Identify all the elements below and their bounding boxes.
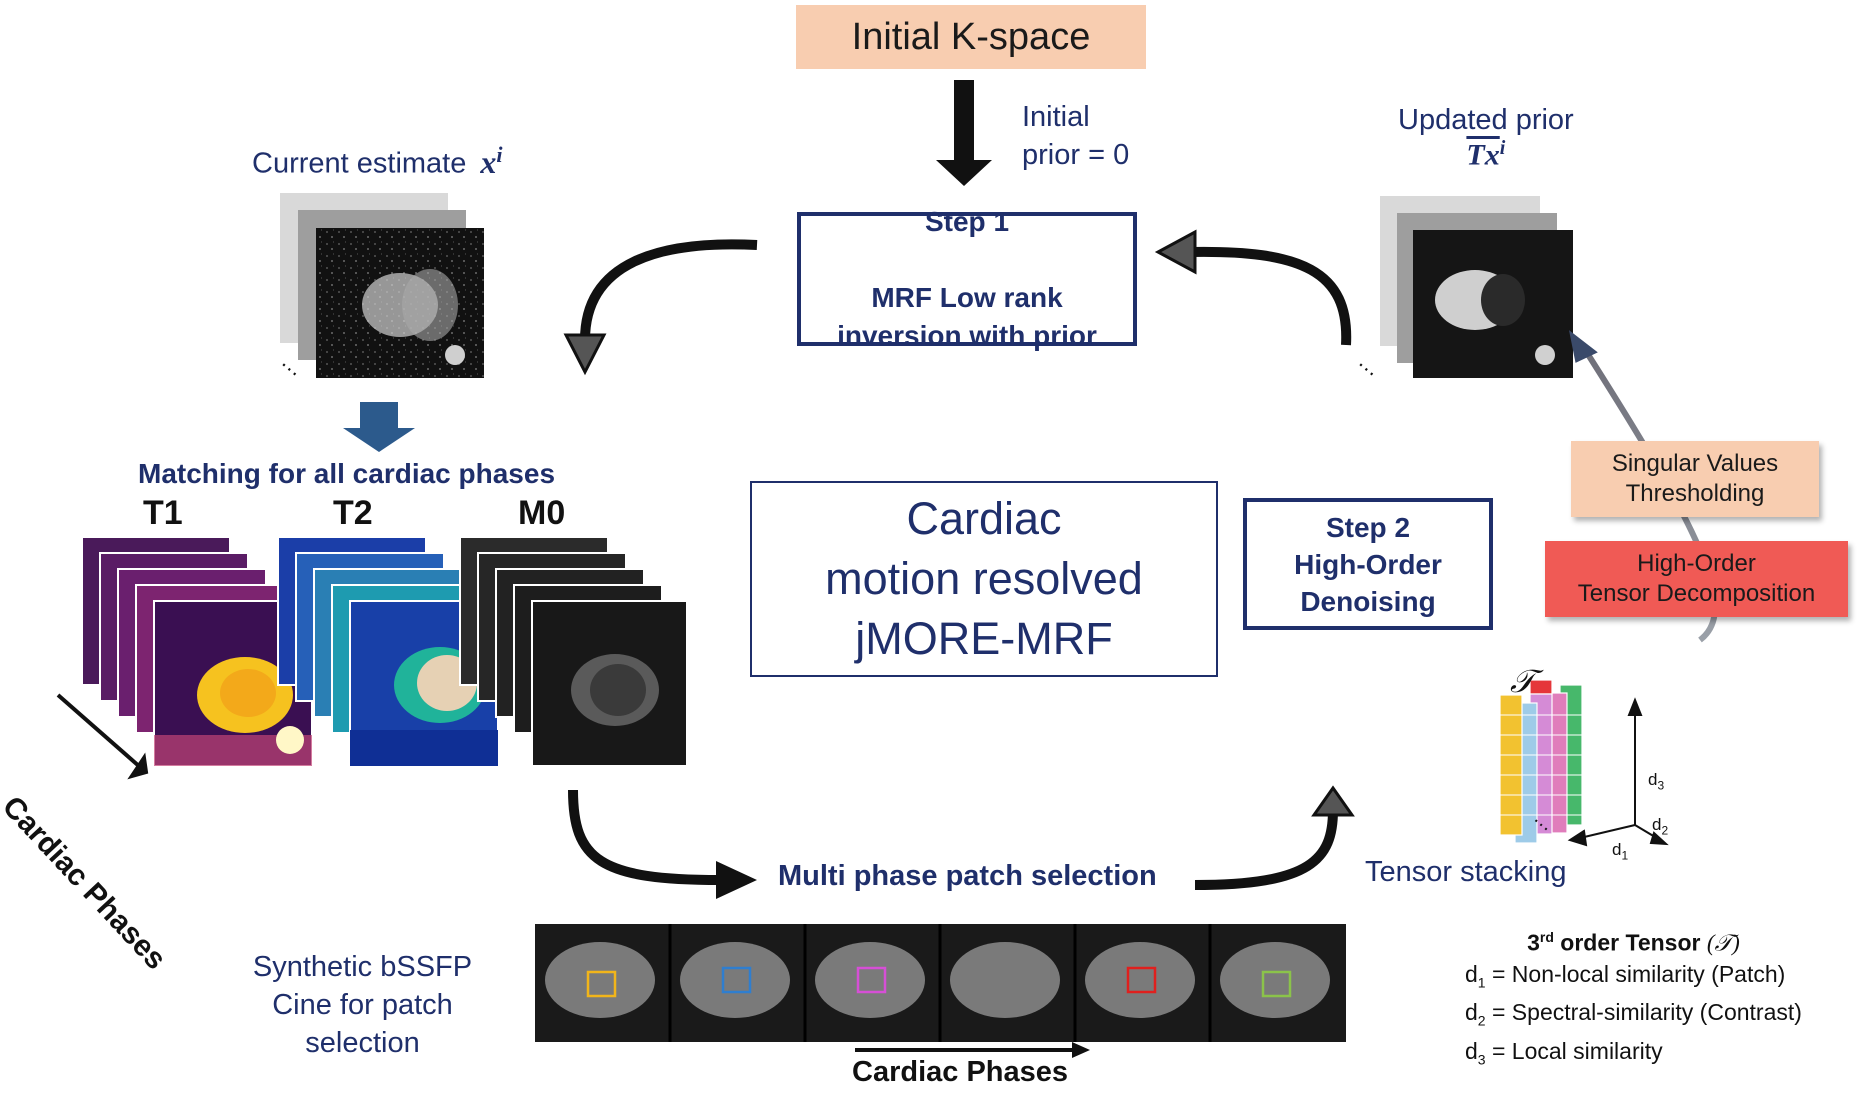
t1-map-stack	[81, 536, 313, 767]
matching-label: Matching for all cardiac phases	[138, 458, 556, 489]
legend-d1-sub: 1	[1477, 974, 1486, 991]
updated-prior-label: Updated prior Txi	[1398, 104, 1574, 173]
axis-d2-sub: 2	[1661, 823, 1669, 838]
step1-heading: Step 1	[924, 206, 1010, 237]
maps-to-patch-arrow	[568, 789, 721, 885]
cardiac-phases-diag-arrow	[56, 693, 142, 769]
current-estimate-stack	[280, 193, 484, 378]
patch-selection-label: Multi phase patch selection	[778, 860, 1157, 892]
updated-prior-symbol: Tx	[1466, 138, 1500, 172]
tensor-symbol: 𝒯	[1510, 663, 1535, 699]
tensor-legend: 3rd order Tensor (𝒯) d1 = Non-local simi…	[1465, 922, 1802, 1074]
svt-label: Singular Values Thresholding	[1611, 450, 1779, 507]
map-label-m0: M0	[518, 494, 566, 532]
step1-to-estimate-arrow	[580, 239, 758, 341]
tensor-axes	[1567, 697, 1669, 847]
tensor-legend-title: 3rd order Tensor (𝒯)	[1465, 922, 1802, 959]
legend-d3-letter: d	[1465, 1037, 1478, 1064]
htd-label: High-Order Tensor Decomposition	[1577, 550, 1816, 607]
tensor-legend-d3: d3 = Local similarity	[1465, 1036, 1802, 1075]
step1-to-estimate-arrowhead	[563, 333, 607, 376]
svt-box: Singular Values Thresholding	[1571, 441, 1819, 517]
current-estimate-sup: i	[496, 142, 503, 167]
step1-body: MRF Low rank inversion with prior	[837, 282, 1097, 351]
synthetic-label: Synthetic bSSFP Cine for patch selection	[252, 951, 473, 1059]
patch-to-tensor-arrow	[1194, 809, 1338, 890]
tensor-cube	[1499, 679, 1583, 844]
legend-d3-text: = Local similarity	[1491, 1037, 1663, 1064]
prior-to-step1-arrowhead	[1154, 229, 1197, 275]
m0-map-stack	[459, 536, 688, 767]
initial-kspace-box: Initial K-space	[796, 5, 1146, 69]
center-title-box: Cardiac motion resolved jMORE-MRF	[750, 481, 1218, 677]
updated-prior-text: Updated prior	[1398, 104, 1574, 136]
axis-d1: d1	[1612, 840, 1628, 862]
htd-box: High-Order Tensor Decomposition	[1545, 541, 1848, 617]
axis-d2: d2	[1652, 815, 1668, 837]
cardiac-phases-bottom-arrowhead	[1072, 1042, 1090, 1058]
current-estimate-label: Current estimate xi	[252, 142, 503, 181]
updated-prior-stack	[1380, 196, 1573, 378]
kspace-down-arrow	[936, 80, 992, 186]
map-label-t1: T1	[143, 494, 183, 532]
current-estimate-symbol: x	[480, 143, 497, 180]
tensor-stacking-label: Tensor stacking	[1365, 856, 1567, 888]
tensor-legend-ordinal: 3	[1527, 929, 1540, 956]
tensor-legend-symbol: (𝒯)	[1706, 930, 1740, 956]
center-title: Cardiac motion resolved jMORE-MRF	[825, 493, 1143, 664]
legend-d1-letter: d	[1465, 960, 1478, 987]
axis-d2-letter: d	[1652, 815, 1662, 834]
map-label-t2: T2	[333, 494, 373, 532]
decomposition-to-prior-arrowhead	[1568, 330, 1598, 363]
tensor-legend-ordinal-sup: rd	[1539, 929, 1554, 945]
legend-d2-text: = Spectral-similarity (Contrast)	[1491, 999, 1802, 1026]
matching-down-arrow	[343, 402, 415, 452]
axis-d1-letter: d	[1612, 840, 1622, 859]
cine-strip	[535, 924, 1346, 1042]
tensor-legend-d2: d2 = Spectral-similarity (Contrast)	[1465, 997, 1802, 1036]
axis-d3-letter: d	[1648, 770, 1658, 789]
legend-d2-sub: 2	[1477, 1012, 1486, 1029]
updated-prior-sup: i	[1499, 137, 1506, 159]
tensor-legend-d1: d1 = Non-local similarity (Patch)	[1465, 959, 1802, 998]
cardiac-phases-bottom-label: Cardiac Phases	[852, 1056, 1069, 1088]
prior-to-step1-arrow	[1189, 246, 1352, 346]
step2-label: Step 2 High-Order Denoising	[1294, 511, 1442, 617]
axis-d3: d3	[1648, 770, 1664, 792]
axis-d3-sub: 3	[1657, 778, 1665, 793]
step2-box: Step 2 High-Order Denoising	[1243, 498, 1493, 630]
initial-prior-label: Initial prior = 0	[1022, 101, 1130, 171]
current-estimate-text: Current estimate	[252, 147, 467, 180]
initial-kspace-label: Initial K-space	[851, 15, 1091, 58]
axis-d1-sub: 1	[1621, 848, 1629, 863]
patch-to-tensor-arrowhead	[1311, 785, 1355, 817]
legend-d3-sub: 3	[1477, 1051, 1486, 1068]
step1-box: Step 1 MRF Low rank inversion with prior	[797, 206, 1137, 351]
legend-d2-letter: d	[1465, 999, 1478, 1026]
tensor-legend-title-text: order Tensor	[1553, 929, 1701, 956]
legend-d1-text: = Non-local similarity (Patch)	[1491, 960, 1786, 987]
maps-to-patch-arrowhead	[716, 861, 757, 899]
cardiac-phases-diag-arrowhead	[127, 752, 149, 780]
